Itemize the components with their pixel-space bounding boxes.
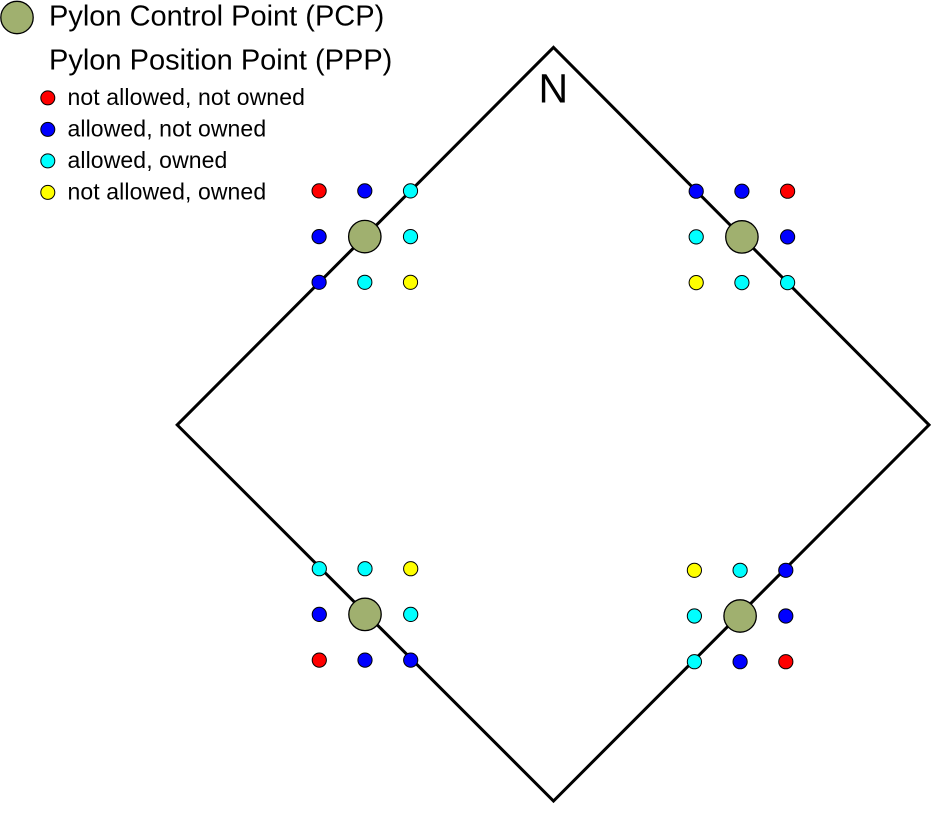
svg-text:allowed, owned: allowed, owned (68, 147, 228, 173)
svg-text:N: N (538, 66, 568, 112)
svg-text:Pylon Control Point (PCP): Pylon Control Point (PCP) (49, 0, 384, 32)
svg-text:not allowed, not owned: not allowed, not owned (68, 84, 305, 110)
svg-text:Pylon Position Point (PPP): Pylon Position Point (PPP) (49, 44, 392, 76)
svg-text:allowed, not owned: allowed, not owned (68, 115, 267, 141)
svg-text:not allowed, owned: not allowed, owned (68, 178, 267, 204)
